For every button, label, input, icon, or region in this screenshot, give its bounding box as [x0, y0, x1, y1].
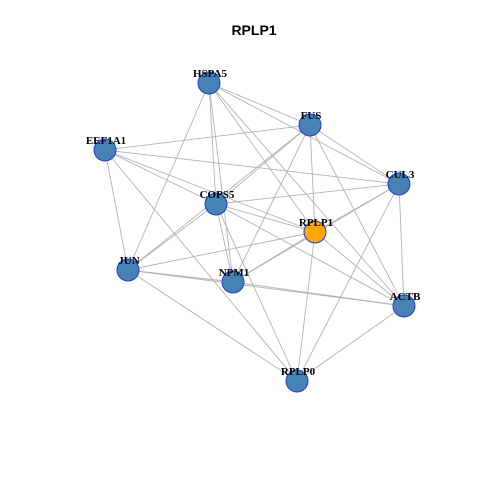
edge-eef1a1-cul3 — [104, 149, 400, 185]
edge-cops5-npm1 — [215, 203, 234, 283]
edge-cul3-cops5 — [215, 183, 400, 205]
node-label-cul3: CUL3 — [386, 169, 415, 181]
edge-eef1a1-jun — [104, 149, 129, 271]
node-label-actb: ACTB — [390, 291, 421, 303]
edge-npm1-actb — [232, 281, 405, 307]
node-actb — [392, 294, 416, 318]
edge-rplp1-npm1 — [232, 231, 316, 283]
node-label-eef1a1: EEF1A1 — [86, 135, 126, 147]
node-hspa5 — [197, 71, 221, 95]
edge-rplp1-rplp0 — [296, 231, 316, 382]
node-label-hspa5: HSPA5 — [193, 68, 228, 80]
node-cul3 — [387, 172, 411, 196]
node-label-npm1: NPM1 — [219, 267, 250, 279]
node-label-fus: FUS — [301, 110, 322, 122]
node-eef1a1 — [93, 138, 117, 162]
edge-eef1a1-rplp0 — [104, 149, 298, 382]
edge-hspa5-cops5 — [208, 82, 217, 205]
edge-actb-rplp0 — [296, 305, 405, 382]
node-jun — [116, 258, 140, 282]
edge-eef1a1-rplp1 — [104, 149, 316, 233]
edge-fus-cul3 — [309, 124, 400, 185]
edge-rplp1-actb — [314, 231, 405, 307]
edge-hspa5-rplp1 — [208, 82, 316, 233]
edge-cops5-rplp0 — [215, 203, 298, 382]
graph-title: RPLP1 — [231, 22, 276, 38]
edge-hspa5-npm1 — [208, 82, 234, 283]
edge-fus-npm1 — [232, 124, 311, 283]
edge-jun-rplp0 — [127, 269, 298, 382]
edge-rplp1-jun — [127, 231, 316, 271]
node-fus — [298, 113, 322, 137]
edge-cul3-rplp0 — [296, 183, 400, 382]
node-label-cops5: COPS5 — [200, 189, 235, 201]
edge-fus-actb — [309, 124, 405, 307]
edge-cul3-actb — [398, 183, 405, 307]
edge-fus-eef1a1 — [104, 124, 311, 151]
edge-cops5-jun — [127, 203, 217, 271]
edge-cops5-actb — [215, 203, 405, 307]
edge-hspa5-fus — [208, 82, 311, 126]
edge-layer — [104, 82, 405, 382]
node-label-rplp1: RPLP1 — [299, 217, 333, 229]
node-label-jun: JUN — [118, 255, 139, 267]
node-label-rplp0: RPLP0 — [281, 366, 316, 378]
edge-jun-actb — [127, 269, 405, 307]
edge-cops5-rplp1 — [215, 203, 316, 233]
edge-hspa5-jun — [127, 82, 210, 271]
edge-fus-cops5 — [215, 124, 311, 205]
edge-eef1a1-cops5 — [104, 149, 217, 205]
edge-fus-rplp1 — [309, 124, 316, 233]
node-cops5 — [204, 192, 228, 216]
node-npm1 — [221, 270, 245, 294]
node-rplp1 — [303, 220, 327, 244]
node-layer — [93, 71, 416, 393]
node-rplp0 — [285, 369, 309, 393]
